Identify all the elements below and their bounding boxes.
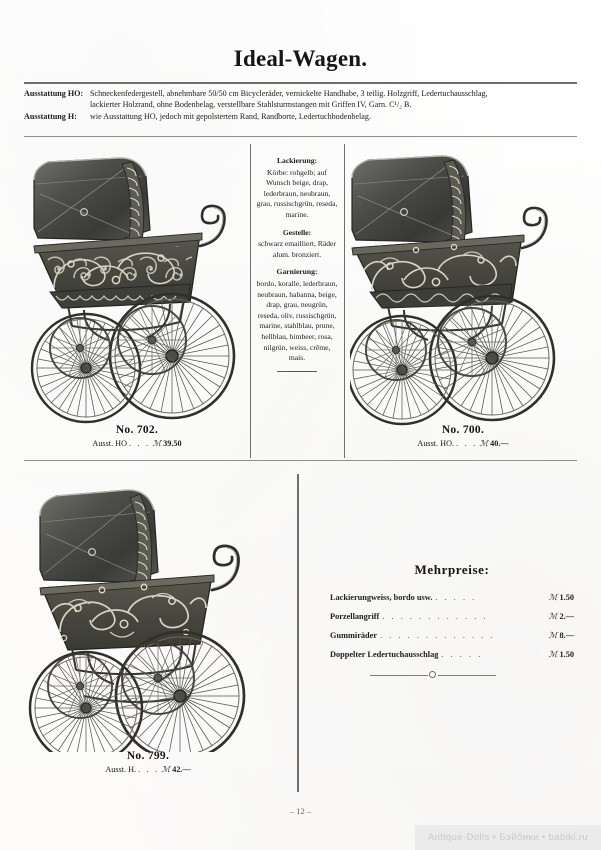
product-price-700: Ausst. HO. . . . ℳ 40.—: [350, 438, 576, 448]
mehrpreise-amount-gummiraeder: ℳ 8.—: [549, 630, 574, 641]
spec-text-ho-line1: Schneckenfedergestell, abnehmbare 50/50 …: [90, 89, 488, 98]
mehrpreise-heading: Mehrpreise:: [414, 562, 490, 577]
mehrpreise-row-gummiraeder: Gummiräder . . . . . . . . . . . . . ℳ 8…: [330, 630, 574, 641]
header-rule-top: [24, 82, 577, 84]
divider-left-of-colorcolumn: [250, 144, 251, 458]
mehrpreise-value-gummiraeder: 8.—: [559, 631, 574, 640]
product-number-799: No. 799.: [126, 750, 170, 762]
color-group-lackierung: Lackierung: Körbe: rohgelb; auf Wunsch b…: [256, 156, 338, 221]
price-value-702: 39.50: [163, 439, 182, 448]
price-value-799: 42.—: [172, 765, 191, 774]
mehrpreise-sublabel-lackierung: weiss, bordo usw.: [371, 593, 433, 602]
mehrpreise-amount-doppelter: ℳ 1.50: [549, 649, 574, 660]
mehrpreise-label-doppelter: Doppelter Ledertuchausschlag: [330, 650, 439, 659]
fit-label-700: Ausst. HO.: [417, 439, 455, 448]
mehrpreise-leader-lackierung: . . . . .: [435, 593, 477, 602]
spec-row-h: Ausstattung H: wie Ausstattung HO, jedoc…: [24, 111, 580, 122]
color-heading-garnierung: Garnierung:: [276, 267, 318, 277]
mehrpreise-currency-lackierung: ℳ: [548, 593, 558, 602]
mehrpreise-label-porzellangriff: Porzellangriff: [330, 612, 380, 621]
page-number: – 12 –: [289, 806, 312, 816]
mehrpreise-leader-porzellangriff: . . . . . . . . . . . .: [382, 612, 489, 621]
spec-text-h-line1: wie Ausstattung HO, jedoch mit gepolster…: [90, 111, 371, 121]
mehrpreise-row-doppelter: Doppelter Ledertuchausschlag . . . . . ℳ…: [330, 649, 574, 660]
spec-label-ho: Ausstattung HO:: [24, 89, 84, 98]
mehrpreise-value-porzellangriff: 2.—: [559, 612, 574, 621]
ornament-line-left: [370, 675, 428, 676]
mehrpreise-label-gummiraeder: Gummiräder: [330, 631, 378, 640]
mehrpreise-value-lackierung: 1.50: [559, 593, 574, 602]
color-options-column: Lackierung: Körbe: rohgelb; auf Wunsch b…: [256, 156, 338, 372]
color-text-garnierung: bordo, koralle, lederbraun, neubraun, ha…: [256, 278, 338, 363]
product-price-702: Ausst. HO . . . ℳ 39.50: [24, 438, 250, 448]
specification-block: Ausstattung HO: Schneckenfedergestell, a…: [24, 88, 580, 122]
currency-799: ℳ: [161, 765, 171, 774]
mehrpreise-label-lackierung: Lackierung: [330, 593, 372, 602]
mehrpreise-section: Mehrpreise: Lackierung weiss, bordo usw.…: [330, 562, 574, 668]
ornament-circle: [429, 671, 436, 678]
color-text-gestelle: schwarz emailliert, Räder alum. bronzier…: [258, 239, 336, 259]
color-text-lackierung: Körbe: rohgelb; auf Wunsch beige, drap, …: [256, 167, 338, 219]
spec-row-ho: Ausstattung HO: Schneckenfedergestell, a…: [24, 88, 580, 99]
color-group-garnierung: Garnierung: bordo, koralle, lederbraun, …: [256, 267, 338, 363]
mehrpreise-amount-lackierung: ℳ 1.50: [549, 592, 574, 603]
section-rule: [24, 460, 577, 461]
currency-700: ℳ: [479, 439, 489, 448]
mehrpreise-leader-gummiraeder: . . . . . . . . . . . . .: [380, 631, 496, 640]
price-dots-799: . . .: [138, 765, 160, 774]
divider-lower-section: [297, 474, 299, 792]
divider-right-of-colorcolumn: [344, 144, 345, 458]
caption-pram-799: No. 799. Ausst. H. . . . ℳ 42.—: [24, 750, 272, 774]
price-dots-702: . . .: [129, 439, 151, 448]
price-dots-700: . . .: [456, 439, 478, 448]
product-number-702: No. 702.: [115, 424, 159, 436]
mehrpreise-amount-porzellangriff: ℳ 2.—: [549, 611, 574, 622]
spec-label-h: Ausstattung H:: [24, 111, 77, 121]
fit-label-702: Ausst. HO: [92, 439, 127, 448]
mehrpreise-row-lackierung: Lackierung weiss, bordo usw. . . . . . ℳ…: [330, 592, 574, 603]
color-heading-gestelle: Gestelle:: [282, 227, 312, 237]
caption-pram-700: No. 700. Ausst. HO. . . . ℳ 40.—: [350, 424, 576, 448]
illustration-pram-702: [24, 150, 250, 428]
column-ornament-rule: [277, 370, 317, 372]
illustration-pram-799: [24, 482, 272, 752]
mehrpreise-currency-porzellangriff: ℳ: [548, 612, 558, 621]
caption-pram-702: No. 702. Ausst. HO . . . ℳ 39.50: [24, 424, 250, 448]
product-number-700: No. 700.: [441, 424, 485, 436]
color-heading-lackierung: Lackierung:: [276, 156, 318, 165]
mehrpreise-row-porzellangriff: Porzellangriff . . . . . . . . . . . . ℳ…: [330, 611, 574, 622]
mehrpreise-value-doppelter: 1.50: [559, 650, 574, 659]
currency-702: ℳ: [152, 439, 162, 448]
product-price-799: Ausst. H. . . . ℳ 42.—: [24, 764, 272, 774]
mehrpreise-currency-doppelter: ℳ: [548, 650, 558, 659]
mehrpreise-currency-gummiraeder: ℳ: [548, 631, 558, 640]
ornament-line-right: [438, 675, 496, 676]
header-rule-bottom: [24, 136, 577, 137]
page-title: Ideal-Wagen.: [233, 46, 368, 71]
fit-label-799: Ausst. H.: [105, 765, 137, 774]
spec-text-ho-line2: lackierter Holzrand, ohne Bodenbelag, ve…: [90, 100, 412, 110]
color-group-gestelle: Gestelle: schwarz emailliert, Räder alum…: [256, 228, 338, 261]
illustration-pram-700: [350, 150, 576, 428]
price-value-700: 40.—: [490, 439, 509, 448]
mehrpreise-ornament: [370, 670, 500, 682]
watermark: Antique-Dolls • Бэйбики • babiki.ru: [415, 825, 601, 850]
mehrpreise-leader-doppelter: . . . . .: [441, 650, 483, 659]
